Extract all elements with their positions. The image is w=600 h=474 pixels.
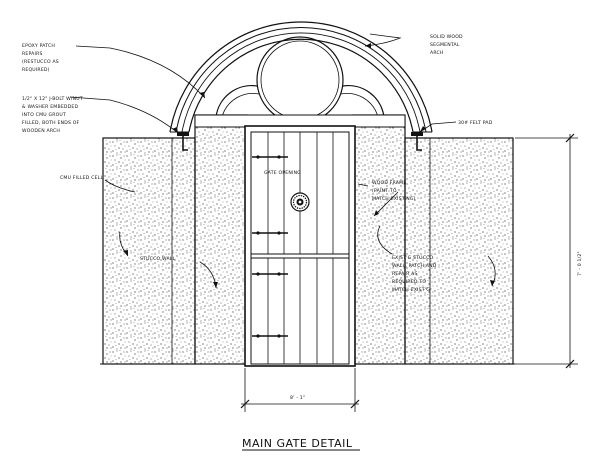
note-epoxy-patch: EPOXY PATCH REPAIRS (RESTUCCO AS REQUIRE… bbox=[22, 43, 61, 73]
left-pier bbox=[194, 114, 248, 365]
note-stucco-wall: STUCCO WALL bbox=[140, 256, 176, 262]
note-wood-frame: WOOD FRAME (PAINT TO MATCH EXISTING) bbox=[372, 180, 416, 202]
j-bolt-right bbox=[411, 132, 423, 151]
peephole bbox=[290, 192, 310, 212]
left-stucco-wall bbox=[102, 137, 196, 365]
width-dimension: 8' - 1" bbox=[240, 368, 360, 412]
leader-lines bbox=[69, 33, 496, 289]
note-solid-wood-arch: SOLID WOOD SEGMENTAL ARCH bbox=[430, 34, 464, 56]
right-stucco-wall bbox=[404, 137, 514, 365]
wood-gate bbox=[244, 125, 356, 367]
leader-arrows bbox=[123, 43, 495, 288]
arch-left-circle bbox=[215, 85, 258, 118]
note-j-bolt: 1/2" X 12" J-BOLT W/NUT & WASHER EMBEDDE… bbox=[22, 96, 85, 134]
note-felt-pad: 30# FELT PAD bbox=[458, 120, 493, 126]
right-pier bbox=[352, 114, 406, 365]
height-dimension-label: 7' - 0 1/2" bbox=[577, 251, 583, 276]
segmental-arch bbox=[169, 21, 433, 133]
height-dimension: 7' - 0 1/2" bbox=[515, 133, 583, 369]
drawing-title: MAIN GATE DETAIL bbox=[242, 437, 353, 450]
arch-center-circle bbox=[256, 36, 344, 124]
note-cmu-filled-cell: CMU FILLED CELL bbox=[60, 175, 103, 181]
arch-right-circle bbox=[342, 85, 385, 118]
note-exist-stucco: EXIST'G STUCCO WALL, PATCH AND REPAIR AS… bbox=[392, 255, 438, 293]
note-gate-opening: GATE OPENING bbox=[264, 170, 301, 176]
j-bolt-left bbox=[177, 132, 189, 151]
width-dimension-label: 8' - 1" bbox=[290, 395, 305, 401]
arch-center-inner-circle bbox=[260, 40, 340, 120]
